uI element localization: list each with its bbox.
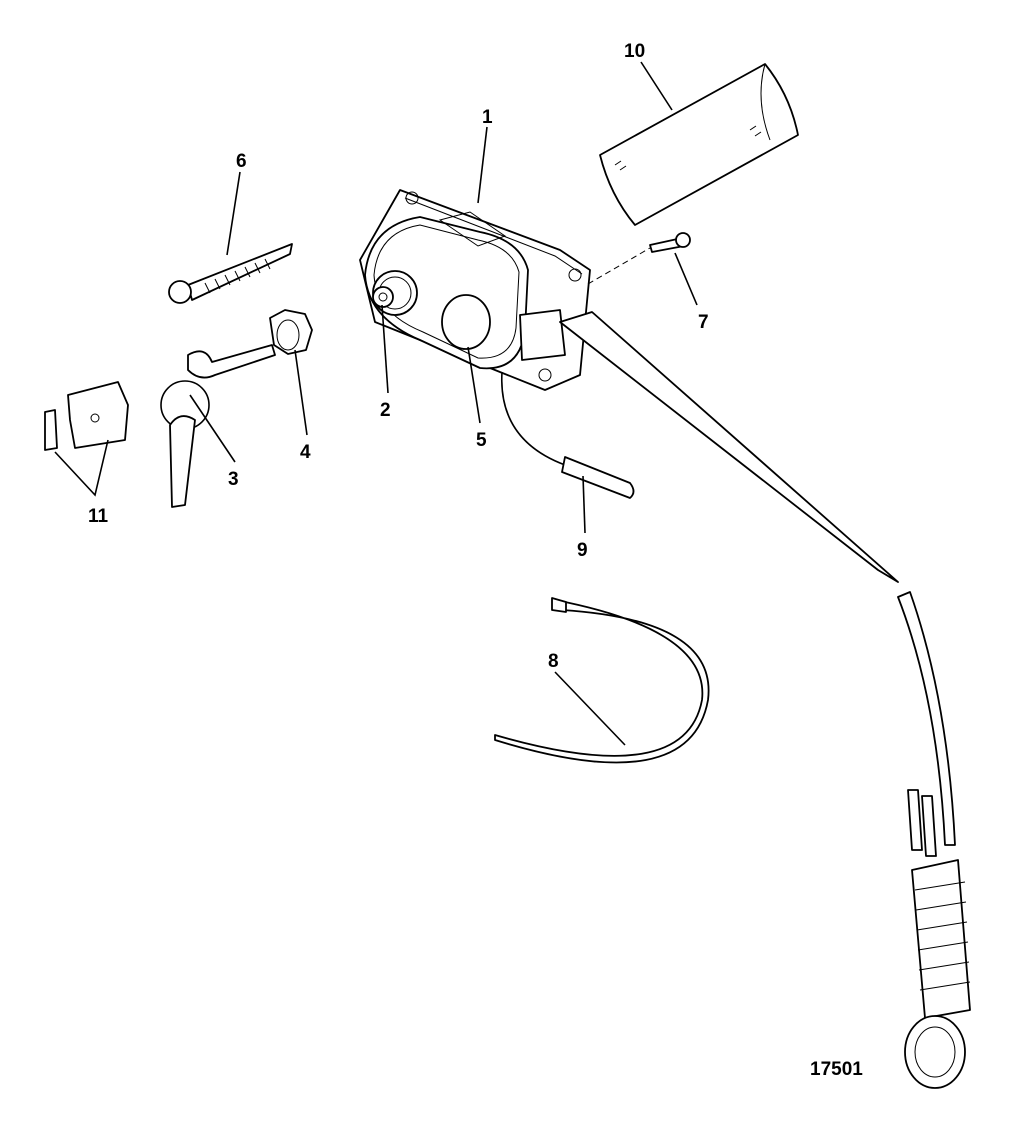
part-10-sleeve [599, 63, 799, 226]
callout-2: 2 [380, 400, 391, 421]
callout-3: 3 [228, 469, 239, 490]
part-8-strap [494, 597, 710, 764]
lower-cable-connector [897, 591, 971, 1089]
callout-11: 11 [88, 506, 109, 527]
part-7-screw [649, 232, 691, 253]
part-9-sensor [501, 371, 635, 499]
part-1-housing [359, 189, 899, 583]
part-11-bracket [44, 381, 129, 451]
callout-8: 8 [548, 651, 559, 672]
part-6-screw [168, 243, 293, 304]
callout-5: 5 [476, 430, 487, 451]
callout-10: 10 [624, 41, 645, 62]
callout-6: 6 [236, 151, 247, 172]
part-5-plug [441, 294, 491, 350]
part-2-key-switch [372, 270, 418, 316]
figure-id: 17501 [810, 1059, 863, 1080]
leader-lines [54, 61, 698, 746]
part-4-nut [269, 309, 313, 355]
callout-4: 4 [300, 442, 311, 463]
callout-1: 1 [482, 107, 493, 128]
callout-7: 7 [698, 312, 709, 333]
callout-9: 9 [577, 540, 588, 561]
part-3-keys [160, 344, 276, 508]
